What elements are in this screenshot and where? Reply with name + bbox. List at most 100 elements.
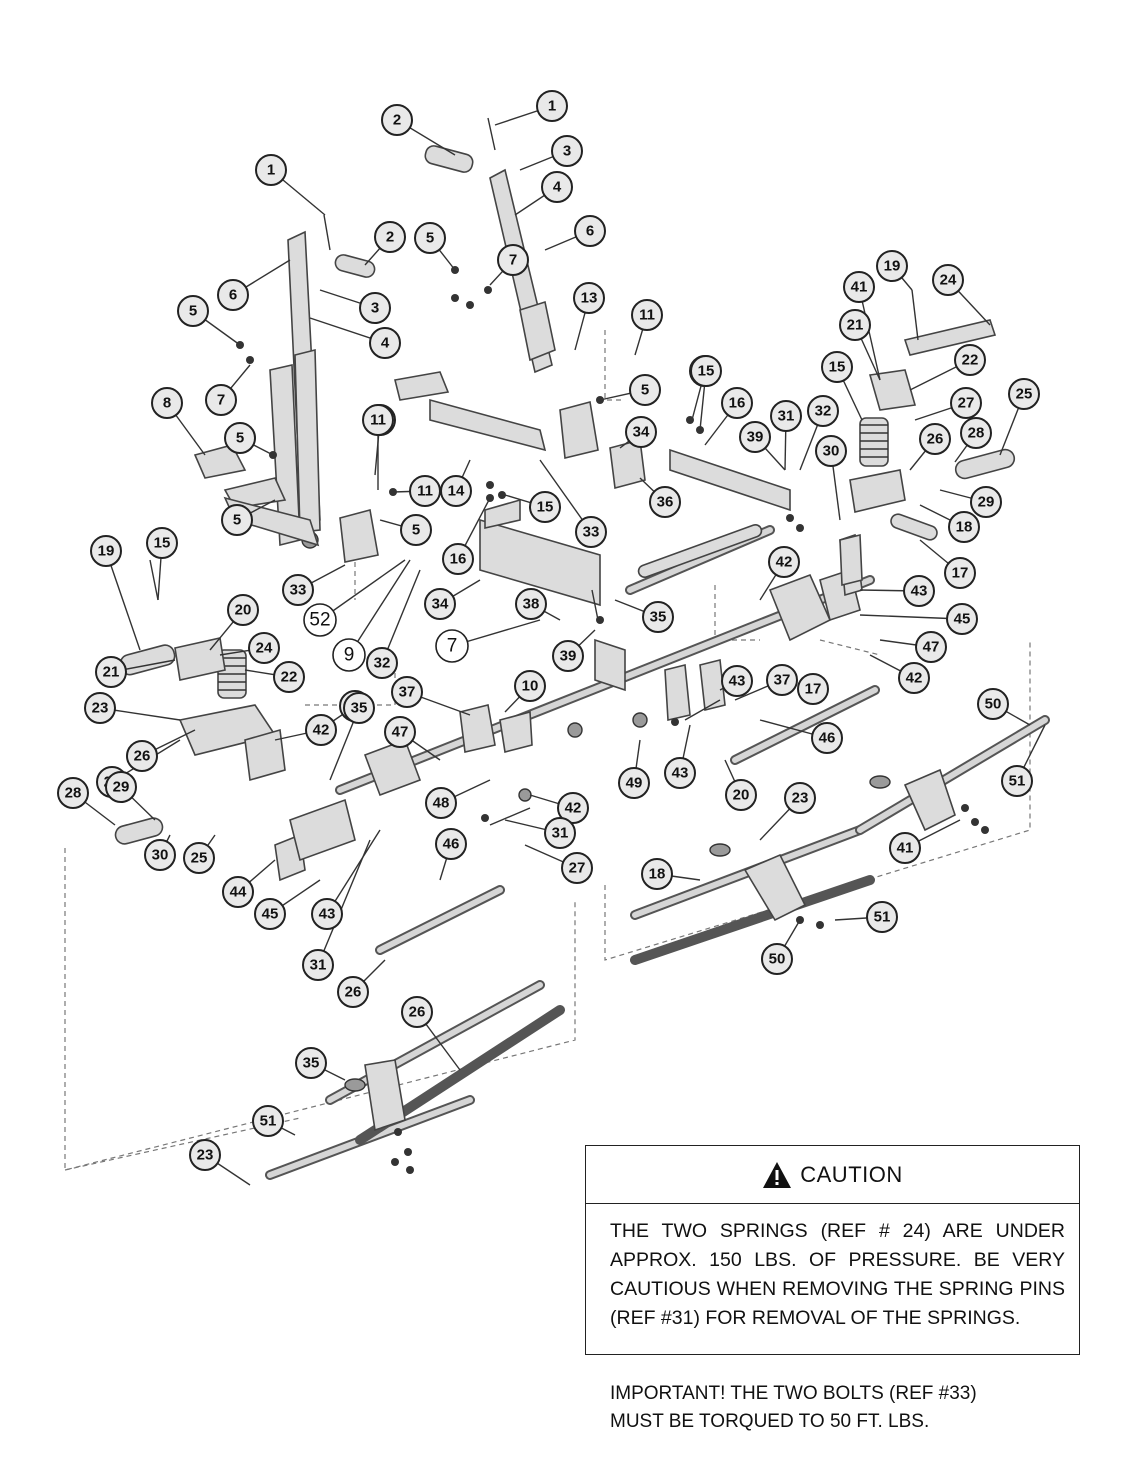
callout-bubble [903,575,935,607]
callout-bubble [575,516,607,548]
callout-number: 41 [851,279,868,296]
callout-bubble [514,670,546,702]
warning-triangle-icon [763,1161,792,1188]
callout-22: 22 [954,344,986,376]
callout-bubble [440,475,472,507]
callout-bubble [255,154,287,186]
callout-number: 43 [911,583,928,600]
callout-number: 37 [774,672,791,689]
callout-leader-line [381,569,421,664]
callout-19: 19 [90,535,122,567]
callout-number: 18 [956,519,973,536]
callout-number: 44 [230,884,247,901]
callout-35: 35 [343,692,375,724]
callout-16: 16 [721,387,753,419]
callout-bubble [811,722,843,754]
callout-5: 5 [414,222,446,254]
callout-number: 35 [303,1055,320,1072]
callout-number: 15 [537,499,554,516]
callout-27: 27 [561,852,593,884]
callout-number: 31 [552,825,569,842]
callout-bubble [221,504,253,536]
callout-42: 42 [305,714,337,746]
callout-bubble [815,435,847,467]
callout-number: 5 [233,512,241,529]
callout-bubble [946,603,978,635]
callout-bubble [725,779,757,811]
callout-bubble [144,839,176,871]
callout-bubble [797,673,829,705]
callout-number: 37 [399,684,416,701]
callout-43: 43 [664,757,696,789]
callout-number: 45 [262,906,279,923]
callout-number: 46 [819,730,836,747]
callout-bubble [919,423,951,455]
callout-number: 7 [447,636,458,657]
callout-20: 20 [227,594,259,626]
callout-number: 42 [313,722,330,739]
callout-number: 47 [392,724,409,741]
callout-52: 52 [303,603,337,637]
callout-5: 5 [400,514,432,546]
callout-bubble [574,215,606,247]
callout-29: 29 [105,771,137,803]
callout-2: 2 [381,104,413,136]
callout-22: 22 [273,661,305,693]
callout-bubble [807,395,839,427]
callout-bubble [362,404,394,436]
callout-30: 30 [144,839,176,871]
callout-39: 39 [552,640,584,672]
callout-number: 52 [309,610,330,631]
callout-5: 5 [224,422,256,454]
callout-bubble [435,828,467,860]
callout-bubble [960,417,992,449]
callout-number: 51 [874,909,891,926]
callout-number: 20 [235,602,252,619]
callout-7: 7 [205,384,237,416]
callout-number: 27 [569,860,586,877]
callout-45: 45 [254,898,286,930]
callout-15: 15 [690,355,722,387]
callout-number: 1 [548,98,556,115]
callout-bubble [557,792,589,824]
callout-bubble [442,543,474,575]
callout-bubble [932,264,964,296]
callout-number: 43 [672,765,689,782]
callout-bubble [690,355,722,387]
callout-47: 47 [384,716,416,748]
callout-bubble [381,104,413,136]
callout-number: 27 [958,395,975,412]
callout-bubble [222,876,254,908]
callout-bubble [839,309,871,341]
callout-bubble [544,817,576,849]
callout-47: 47 [915,631,947,663]
callout-bubble [273,661,305,693]
callout-number: 5 [426,230,434,247]
callout-number: 26 [409,1004,426,1021]
callout-3: 3 [551,135,583,167]
callout-bubble [425,787,457,819]
callout-bubble [529,491,561,523]
callout-number: 51 [1009,773,1026,790]
callout-bubble [84,692,116,724]
callout-bubble [977,688,1009,720]
callout-bubble [295,1047,327,1079]
callout-bubble [536,90,568,122]
callout-number: 21 [847,317,864,334]
callout-number: 25 [1016,386,1033,403]
callout-number: 29 [113,779,130,796]
callout-bubble [305,714,337,746]
callout-number: 47 [923,639,940,656]
callout-number: 24 [256,640,273,657]
callout-number: 7 [217,392,225,409]
callout-21: 21 [839,309,871,341]
callout-number: 4 [553,179,562,196]
callout-number: 5 [412,522,420,539]
important-note-line-2: MUST BE TORQUED TO 50 FT. LBS. [610,1411,930,1432]
callout-bubble [573,282,605,314]
callout-7: 7 [497,244,529,276]
callout-number: 38 [523,596,540,613]
callout-bubble [843,271,875,303]
callout-bubble [551,135,583,167]
callout-number: 34 [432,596,449,613]
